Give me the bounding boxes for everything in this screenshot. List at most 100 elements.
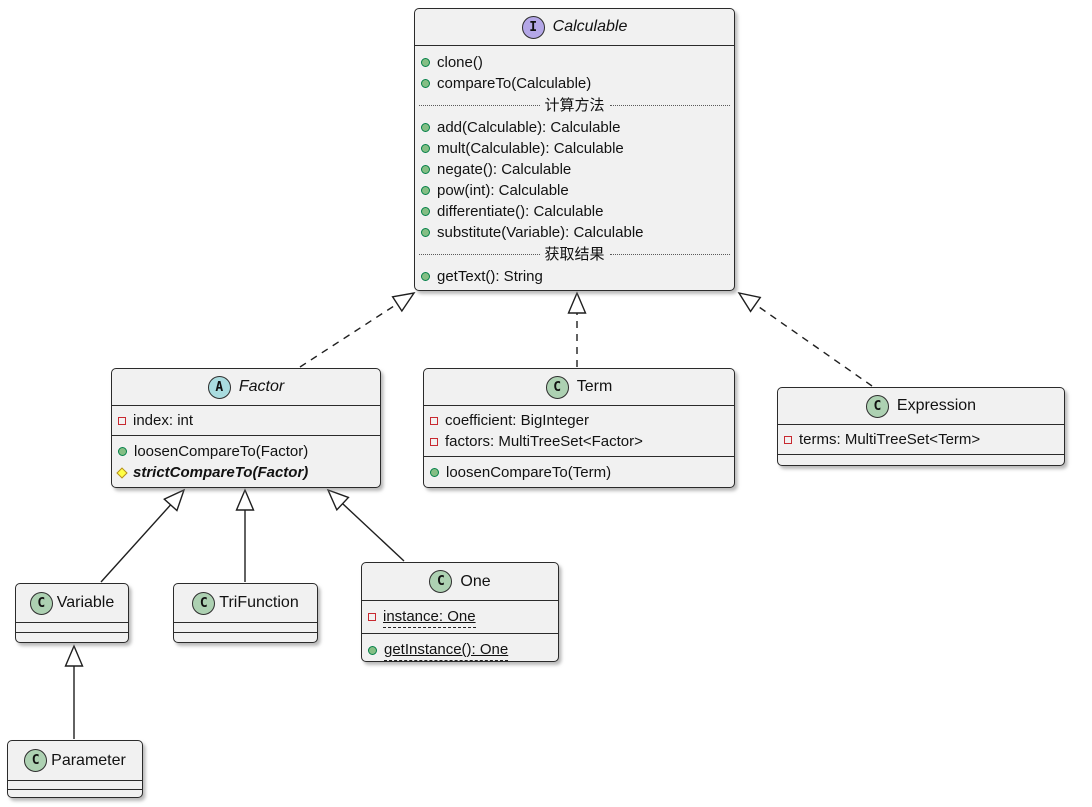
protected-method-icon (116, 466, 128, 479)
field-row: index: int (118, 410, 372, 431)
method-text: compareTo(Calculable) (437, 75, 592, 92)
class-badge-icon: C (545, 375, 569, 399)
dotted-line (609, 254, 731, 255)
methods-compartment: getInstance(): One (362, 633, 558, 666)
uml-class-factor: A Factor index: int loosenCompareTo(Fact… (111, 368, 381, 488)
badge-letter: C (873, 398, 882, 414)
method-text: substitute(Variable): Calculable (437, 224, 644, 241)
public-method-icon (421, 58, 430, 67)
static-field-row: instance: One (368, 606, 550, 628)
uml-class-expression: C Expression terms: MultiTreeSet<Term> (777, 387, 1065, 466)
method-text: differentiate(): Calculable (437, 203, 604, 220)
class-name: One (460, 572, 491, 590)
uml-class-parameter: C Parameter (7, 740, 143, 798)
badge-letter: C (436, 574, 445, 589)
static-field-text: instance: One (383, 606, 476, 628)
member-group-separator: 计算方法 (419, 98, 731, 113)
method-text: clone() (437, 54, 483, 71)
public-method-icon (421, 207, 430, 216)
method-text: negate(): Calculable (437, 161, 572, 178)
public-method-icon (421, 144, 430, 153)
uml-class-variable: C Variable (15, 583, 129, 643)
fields-compartment-empty (174, 623, 317, 632)
fields-compartment: terms: MultiTreeSet<Term> (778, 425, 1064, 454)
class-header: C Expression (778, 388, 1064, 425)
separator-label: 获取结果 (544, 246, 605, 263)
class-header: C Parameter (8, 741, 142, 781)
class-badge-icon: C (29, 591, 53, 615)
methods-compartment: loosenCompareTo(Term) (424, 456, 734, 488)
private-field-icon (784, 435, 792, 444)
methods-compartment-empty (174, 632, 317, 641)
field-text: index: int (133, 412, 194, 429)
dotted-line (419, 254, 540, 255)
public-method-icon (421, 272, 430, 281)
dotted-line (419, 105, 540, 106)
field-text: factors: MultiTreeSet<Factor> (445, 433, 643, 450)
methods-compartment-empty (778, 454, 1064, 466)
class-header: A Factor (112, 369, 380, 406)
private-field-icon (430, 437, 438, 446)
uml-class-one: C One instance: One getInstance(): One (361, 562, 559, 662)
class-badge-icon: C (429, 570, 453, 593)
class-badge-icon: C (192, 591, 216, 615)
method-row: loosenCompareTo(Factor) (118, 441, 372, 462)
public-method-icon (118, 447, 127, 456)
public-method-icon (421, 228, 430, 237)
class-badge-icon: C (865, 394, 889, 418)
class-name: Calculable (552, 18, 628, 35)
fields-compartment: coefficient: BigInteger factors: MultiTr… (424, 406, 734, 456)
method-text: mult(Calculable): Calculable (437, 140, 624, 157)
method-text: loosenCompareTo(Factor) (134, 443, 309, 460)
class-name: Factor (238, 378, 285, 395)
class-header: C Term (424, 369, 734, 406)
class-name: TriFunction (219, 594, 299, 611)
field-row: coefficient: BigInteger (430, 410, 726, 431)
uml-class-calculable: I Calculable clone() compareTo(Calculabl… (414, 8, 735, 291)
class-name: Term (576, 378, 613, 395)
method-row: clone() (421, 52, 726, 73)
method-row: mult(Calculable): Calculable (421, 138, 726, 159)
abstract-badge-icon: A (207, 375, 231, 399)
method-row: compareTo(Calculable) (421, 73, 726, 94)
methods-compartment: clone() compareTo(Calculable) 计算方法 add(C… (415, 46, 734, 292)
methods-compartment: loosenCompareTo(Factor) strictCompareTo(… (112, 435, 380, 488)
private-field-icon (430, 416, 438, 425)
method-row: substitute(Variable): Calculable (421, 222, 726, 243)
interface-badge-icon: I (521, 15, 545, 39)
uml-class-term: C Term coefficient: BigInteger factors: … (423, 368, 735, 488)
method-row: getText(): String (421, 266, 726, 287)
class-name: Parameter (51, 751, 126, 769)
member-group-separator: 获取结果 (419, 246, 731, 263)
public-method-icon (421, 186, 430, 195)
abstract-method-text: strictCompareTo(Factor) (133, 464, 309, 481)
fields-compartment: index: int (112, 406, 380, 435)
public-method-icon (421, 79, 430, 88)
public-method-icon (421, 123, 430, 132)
method-text: getText(): String (437, 268, 543, 285)
methods-compartment-empty (16, 632, 128, 641)
class-name: Expression (896, 397, 977, 414)
class-header: C Variable (16, 584, 128, 623)
public-method-icon (421, 165, 430, 174)
class-header: C TriFunction (174, 584, 317, 623)
static-method-row: getInstance(): One (368, 639, 550, 661)
badge-letter: I (529, 19, 538, 35)
dotted-line (609, 105, 731, 106)
badge-letter: C (37, 595, 46, 611)
arrow-one-extends-factor (328, 490, 405, 562)
class-header: I Calculable (415, 9, 734, 46)
public-method-icon (430, 468, 439, 477)
method-row: pow(int): Calculable (421, 180, 726, 201)
method-text: loosenCompareTo(Term) (446, 464, 612, 481)
arrow-factor-realizes-calculable (299, 293, 414, 368)
field-row: terms: MultiTreeSet<Term> (784, 429, 1056, 450)
methods-compartment-empty (8, 789, 142, 797)
class-badge-icon: C (24, 749, 48, 772)
uml-class-trifunction: C TriFunction (173, 583, 318, 643)
arrow-expression-realizes-calculable (739, 293, 873, 387)
method-row: differentiate(): Calculable (421, 201, 726, 222)
badge-letter: C (31, 753, 40, 768)
